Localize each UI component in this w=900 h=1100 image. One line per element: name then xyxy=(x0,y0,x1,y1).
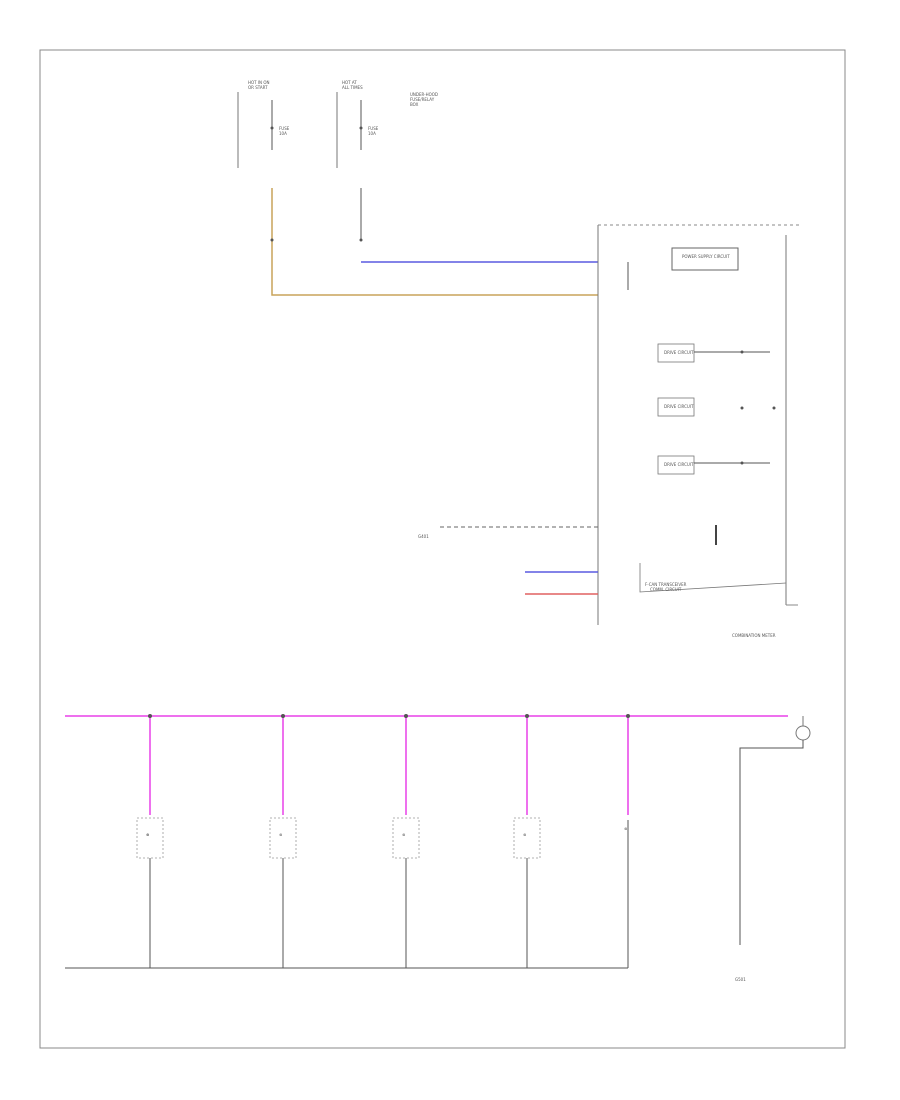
svg-text:⊗: ⊗ xyxy=(146,832,149,837)
fuse-left-fuse-1: FUSE xyxy=(279,126,290,131)
ground-returns xyxy=(65,820,629,969)
fuse-right: HOT AT ALL TIMES FUSE 10A xyxy=(336,80,379,168)
right-lamp xyxy=(739,716,811,945)
fuse-box-label: UNDER-HOOD FUSE/RELAY BOX xyxy=(410,92,438,107)
fuse-box-label-1: UNDER-HOOD xyxy=(410,92,438,97)
svg-text:⊗: ⊗ xyxy=(624,826,627,831)
switch-3: ⊗ xyxy=(392,817,420,859)
switch-5: ⊗ xyxy=(624,826,627,831)
fuse-right-label-2: ALL TIMES xyxy=(342,85,363,90)
switch-2: ⊗ xyxy=(269,817,297,859)
ground-point: G501 xyxy=(735,977,746,982)
svg-text:⊗: ⊗ xyxy=(279,832,282,837)
can-transceiver-label-1: F-CAN TRANSCEIVER xyxy=(645,582,687,587)
fuse-right-fuse-1: FUSE xyxy=(368,126,379,131)
fuse-left-label-2: OR START xyxy=(248,85,268,90)
fuse-box-label-3: BOX xyxy=(410,102,419,107)
fuse-right-label-1: HOT AT xyxy=(342,80,357,85)
svg-text:⊗: ⊗ xyxy=(523,832,526,837)
diagram-frame xyxy=(39,49,846,1049)
can-transceiver-label-2: COMM. CIRCUIT xyxy=(650,587,682,592)
switch-1: ⊗ xyxy=(136,817,164,859)
fuse-left: HOT IN ON OR START FUSE 10A xyxy=(237,80,290,168)
svg-text:⊗: ⊗ xyxy=(402,832,405,837)
fuse-left-label-1: HOT IN ON xyxy=(248,80,269,85)
combination-meter: POWER SUPPLY CIRCUIT DRIVE CIRCUIT DRIVE… xyxy=(597,224,802,638)
fuse-box-label-2: FUSE/RELAY xyxy=(410,97,435,102)
meter-name: COMBINATION METER xyxy=(732,633,776,638)
switch-4: ⊗ xyxy=(513,817,541,859)
power-supply-circuit: POWER SUPPLY CIRCUIT xyxy=(682,254,730,259)
fuse-right-fuse-2: 10A xyxy=(368,131,376,136)
left-ref-1-line-1: G401 xyxy=(418,534,429,539)
fuse-left-fuse-2: 10A xyxy=(279,131,287,136)
drive-circuit-1: DRIVE CIRCUIT xyxy=(664,350,694,355)
drive-circuit-2: DRIVE CIRCUIT xyxy=(664,404,694,409)
drive-circuit-3: DRIVE CIRCUIT xyxy=(664,462,694,467)
tan-feed-wire xyxy=(271,188,598,296)
ground-label-1: G501 xyxy=(735,977,746,982)
